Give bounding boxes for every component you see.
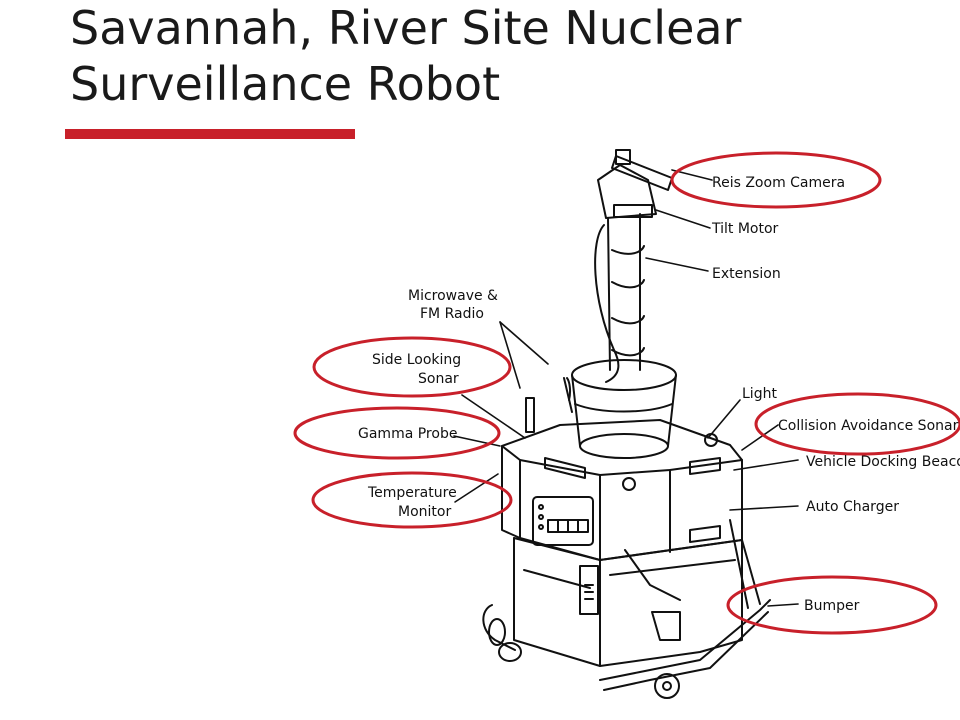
label-microwave-line-1: Microwave & bbox=[408, 288, 498, 304]
slide-title: Savannah, River Site Nuclear Surveillanc… bbox=[70, 0, 950, 112]
slide-title-line-1: Savannah, River Site Nuclear bbox=[70, 1, 742, 55]
label-tilt-motor: Tilt Motor bbox=[711, 221, 779, 237]
slide-title-line-2: Surveillance Robot bbox=[70, 57, 501, 111]
highlight-ellipses bbox=[293, 151, 960, 635]
diagram-labels: Reis Zoom Camera Tilt Motor Extension Mi… bbox=[358, 175, 960, 614]
ellipse-side-looking-sonar bbox=[312, 336, 512, 398]
label-reis-zoom-camera: Reis Zoom Camera bbox=[712, 175, 845, 191]
label-vehicle-docking-beacon: Vehicle Docking Beacon bbox=[806, 454, 960, 470]
ellipse-gamma-probe bbox=[293, 406, 501, 460]
label-microwave-line-2: FM Radio bbox=[420, 306, 484, 322]
ellipse-temperature-monitor bbox=[311, 471, 513, 529]
title-accent-bar bbox=[65, 129, 355, 139]
ellipse-collision-avoidance-sonar bbox=[754, 392, 960, 456]
label-collision-avoidance-sonar: Collision Avoidance Sonar bbox=[778, 418, 959, 434]
label-extension: Extension bbox=[712, 266, 781, 282]
label-gamma-probe: Gamma Probe bbox=[358, 426, 457, 442]
ellipse-reis-zoom-camera bbox=[670, 151, 882, 209]
robot-drawing bbox=[482, 149, 771, 699]
label-temperature-line-1: Temperature bbox=[367, 485, 457, 501]
label-bumper: Bumper bbox=[804, 598, 860, 614]
leader-lines bbox=[453, 169, 799, 607]
label-light: Light bbox=[742, 386, 777, 402]
ellipse-bumper bbox=[726, 575, 938, 635]
label-temperature-line-2: Monitor bbox=[398, 504, 451, 520]
label-side-looking-line-2: Sonar bbox=[418, 371, 459, 387]
label-side-looking-line-1: Side Looking bbox=[372, 352, 461, 368]
label-auto-charger: Auto Charger bbox=[806, 499, 899, 515]
